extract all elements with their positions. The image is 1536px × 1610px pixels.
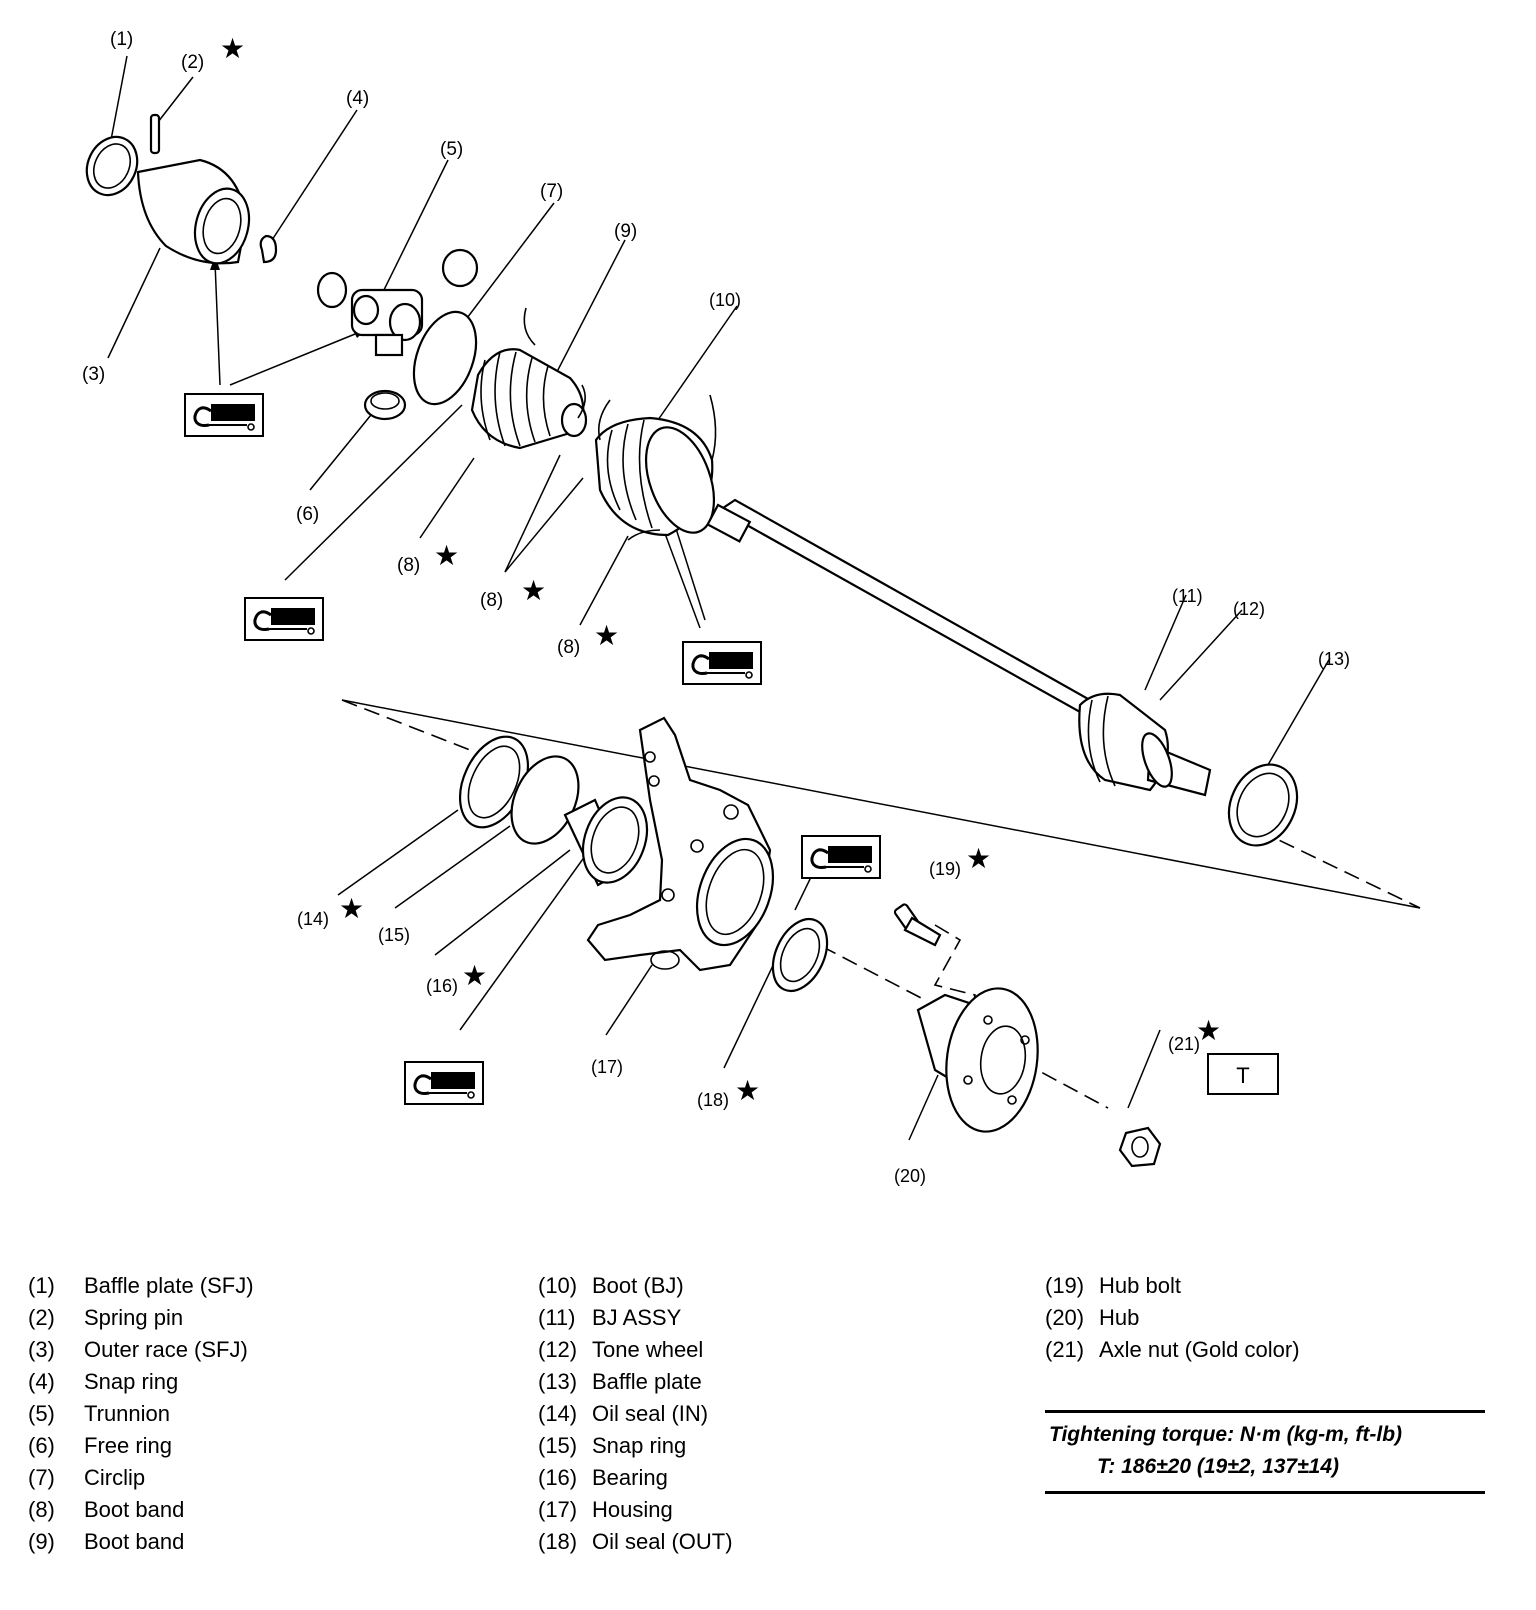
legend-item: (13)Baffle plate xyxy=(538,1369,702,1394)
callout-8a: (8) xyxy=(397,555,420,576)
grease-gun-icon xyxy=(800,834,882,880)
legend-item: (14)Oil seal (IN) xyxy=(538,1401,709,1426)
callout-4: (4) xyxy=(346,88,369,109)
star-icon: ★ xyxy=(1196,1014,1221,1047)
callout-17: (17) xyxy=(591,1057,623,1077)
leader-lines xyxy=(107,55,1331,1141)
legend-item: (5)Trunnion xyxy=(28,1401,171,1426)
callout-11: (11) xyxy=(1172,586,1203,606)
legend-item: (12)Tone wheel xyxy=(538,1337,704,1362)
legend-item: (1)Baffle plate (SFJ) xyxy=(28,1273,254,1298)
callout-2: (2) xyxy=(181,52,204,73)
part-axle-nut xyxy=(1118,1126,1162,1168)
legend-item: (8)Boot band xyxy=(28,1497,185,1522)
legend-column-1: (1)Baffle plate (SFJ) (2)Spring pin (3)O… xyxy=(28,1270,254,1558)
part-hub-bolt xyxy=(893,903,942,947)
legend-item: (21)Axle nut (Gold color) xyxy=(1045,1337,1300,1362)
callout-12: (12) xyxy=(1233,599,1265,619)
star-icon: ★ xyxy=(735,1074,760,1107)
callout-7: (7) xyxy=(540,181,563,202)
torque-box-letter: T xyxy=(1236,1063,1249,1088)
legend-item: (16)Bearing xyxy=(538,1465,668,1490)
callout-labels: (1) (2) (3) (4) (5) (6) (7) (8) (8) (8) … xyxy=(82,29,1350,1186)
star-marks: ★ ★ ★ ★ ★ ★ ★ ★ ★ xyxy=(220,32,1221,1107)
part-axle-shaft xyxy=(706,498,1092,714)
part-snap-ring-4 xyxy=(259,234,278,264)
legend-item: (20)Hub xyxy=(1045,1305,1140,1330)
legend-item: (7)Circlip xyxy=(28,1465,146,1490)
callout-3: (3) xyxy=(82,364,105,385)
callout-16: (16) xyxy=(426,976,458,996)
part-boot-sfj xyxy=(470,307,588,450)
part-boot-bj xyxy=(594,394,717,541)
part-oil-seal-out xyxy=(771,917,829,993)
callout-9: (9) xyxy=(614,221,637,242)
grease-gun-icon xyxy=(403,1060,485,1106)
assembly-guide-lines xyxy=(341,699,1421,1109)
grease-gun-icon xyxy=(681,640,763,686)
callout-5: (5) xyxy=(440,139,463,160)
callout-15: (15) xyxy=(378,925,410,945)
star-icon: ★ xyxy=(339,892,364,925)
part-housing xyxy=(586,716,774,972)
parts-legend: (1)Baffle plate (SFJ) (2)Spring pin (3)O… xyxy=(0,1270,1536,1600)
callout-20: (20) xyxy=(894,1166,926,1186)
star-icon: ★ xyxy=(434,539,459,572)
callout-18: (18) xyxy=(697,1090,729,1110)
legend-item: (9)Boot band xyxy=(28,1529,185,1554)
part-bearing xyxy=(563,796,649,887)
exploded-view-diagram: T (1) (2) (3) (4) (5) (6) (7) (8) (8) (8… xyxy=(82,29,1421,1186)
callout-8b: (8) xyxy=(480,590,503,611)
part-spring-pin xyxy=(149,113,161,155)
part-trunnion xyxy=(316,248,479,357)
callout-14: (14) xyxy=(297,909,329,929)
grease-gun-icon xyxy=(183,392,265,438)
star-icon: ★ xyxy=(521,574,546,607)
legend-item: (10)Boot (BJ) xyxy=(538,1273,684,1298)
legend-item: (18)Oil seal (OUT) xyxy=(538,1529,733,1554)
legend-item: (11)BJ ASSY xyxy=(538,1305,682,1330)
callout-8c: (8) xyxy=(557,637,580,658)
legend-item: (17)Housing xyxy=(538,1497,673,1522)
legend-item: (3)Outer race (SFJ) xyxy=(28,1337,248,1362)
callout-19: (19) xyxy=(929,859,961,879)
torque-value: T: 186±20 (19±2, 137±14) xyxy=(1097,1455,1339,1478)
divider xyxy=(1045,1410,1485,1413)
divider xyxy=(1045,1491,1485,1494)
part-free-ring xyxy=(363,389,407,421)
part-circlip xyxy=(412,310,478,406)
legend-column-2: (10)Boot (BJ) (11)BJ ASSY (12)Tone wheel… xyxy=(538,1270,733,1558)
callout-10: (10) xyxy=(709,290,741,310)
part-bj-assy xyxy=(1078,692,1212,797)
star-icon: ★ xyxy=(220,32,245,65)
part-baffle-plate-sfj xyxy=(85,135,139,197)
part-baffle-plate xyxy=(1227,763,1299,847)
star-icon: ★ xyxy=(462,959,487,992)
legend-item: (19)Hub bolt xyxy=(1045,1273,1181,1298)
callout-1: (1) xyxy=(110,29,133,50)
tightening-torque-note: Tightening torque: N·m (kg-m, ft-lb) T: … xyxy=(1045,1410,1485,1494)
torque-box: T xyxy=(1207,1053,1279,1095)
callout-6: (6) xyxy=(296,504,319,525)
legend-item: (15)Snap ring xyxy=(538,1433,687,1458)
part-outer-race-sfj xyxy=(136,158,251,265)
part-hub xyxy=(916,987,1039,1133)
legend-column-3: (19)Hub bolt (20)Hub (21)Axle nut (Gold … xyxy=(1045,1270,1300,1366)
star-icon: ★ xyxy=(594,619,619,652)
star-icon: ★ xyxy=(966,842,991,875)
callout-13: (13) xyxy=(1318,649,1350,669)
callout-21: (21) xyxy=(1168,1034,1200,1054)
grease-gun-icon xyxy=(243,596,325,642)
torque-title: Tightening torque: N·m (kg-m, ft-lb) xyxy=(1049,1423,1403,1446)
legend-item: (4)Snap ring xyxy=(28,1369,179,1394)
legend-item: (2)Spring pin xyxy=(28,1305,184,1330)
legend-item: (6)Free ring xyxy=(28,1433,173,1458)
